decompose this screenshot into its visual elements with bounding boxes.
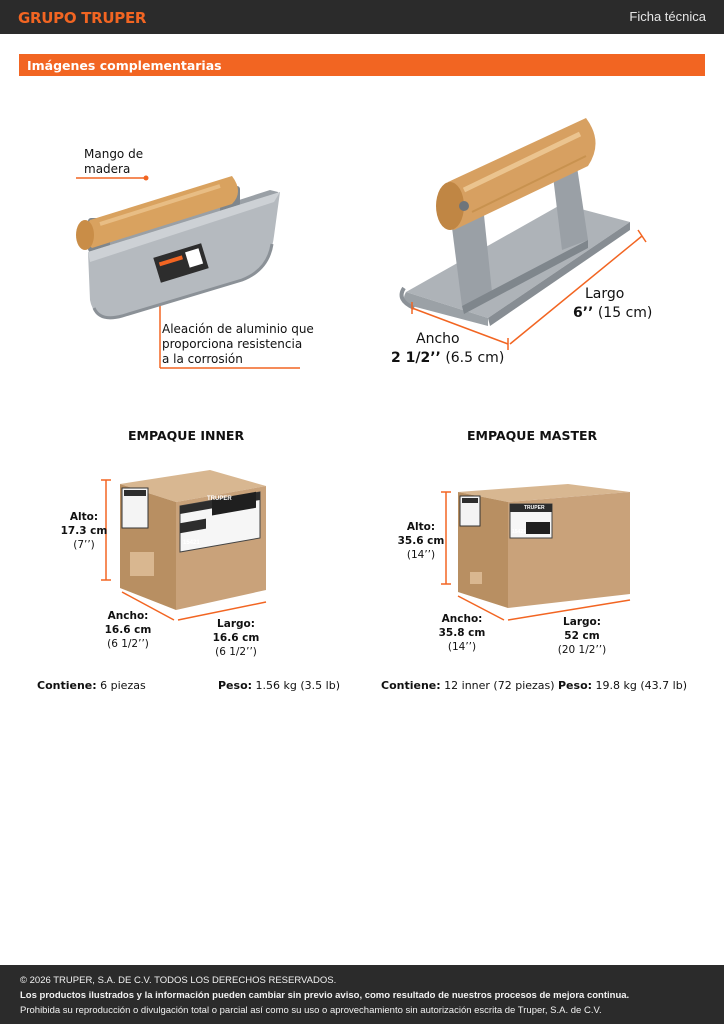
inner-length-dimension: Largo: 16.6 cm (6 1/2’’) xyxy=(208,617,264,659)
master-weight-value: 19.8 kg (43.7 lb) xyxy=(595,679,687,692)
master-width-value: 35.8 cm xyxy=(438,627,486,639)
section-title-bar: Imágenes complementarias xyxy=(19,54,705,76)
master-box-code: 15421 xyxy=(512,529,526,535)
inner-length-key: Largo: xyxy=(217,618,255,630)
master-height-value: 35.6 cm xyxy=(397,535,445,547)
master-package-title: EMPAQUE MASTER xyxy=(467,428,598,443)
inner-height-dimension: Alto: 17.3 cm (7’’) xyxy=(56,510,112,552)
master-length-dimension: Largo: 52 cm (20 1/2’’) xyxy=(554,615,610,657)
master-box-illustration xyxy=(441,484,631,621)
length-label: Largo xyxy=(585,286,625,302)
inner-contents: Contiene: 6 piezas xyxy=(37,679,146,692)
material-callout-line: Aleación de aluminio que xyxy=(162,322,314,336)
inner-width-imperial: (6 1/2’’) xyxy=(107,638,149,650)
handle-callout-line: madera xyxy=(84,162,131,176)
master-contents: Contiene: 12 inner (72 piezas) xyxy=(381,679,555,692)
length-imperial: 6’’ xyxy=(573,305,594,321)
master-length-imperial: (20 1/2’’) xyxy=(557,644,607,656)
footer-legal: Prohibida su reproducción o divulgación … xyxy=(20,1005,602,1016)
inner-package-title: EMPAQUE INNER xyxy=(128,428,245,443)
inner-length-value: 16.6 cm xyxy=(212,632,260,644)
inner-contents-value: 6 piezas xyxy=(100,679,146,692)
inner-height-imperial: (7’’) xyxy=(73,539,95,551)
brand-logo: GRUPO TRUPER xyxy=(18,9,147,27)
inner-height-key: Alto: xyxy=(69,511,99,523)
master-weight-key: Peso: xyxy=(558,679,593,692)
inner-weight: Peso: 1.56 kg (3.5 lb) xyxy=(218,679,340,692)
width-value: 2 1/2’’ (6.5 cm) xyxy=(391,350,504,366)
master-width-key: Ancho: xyxy=(441,613,483,625)
master-height-key: Alto: xyxy=(406,521,436,533)
master-contents-key: Contiene: xyxy=(381,679,441,692)
material-callout-line: a la corrosión xyxy=(162,352,243,366)
section-title: Imágenes complementarias xyxy=(27,58,222,73)
inner-weight-key: Peso: xyxy=(218,679,253,692)
footer: © 2026 TRUPER, S.A. DE C.V. TODOS LOS DE… xyxy=(0,965,724,1024)
length-value: 6’’ (15 cm) xyxy=(573,305,652,321)
footer-disclaimer: Los productos ilustrados y la informació… xyxy=(20,990,630,1001)
master-width-dimension: Ancho: 35.8 cm (14’’) xyxy=(434,612,490,654)
material-callout-line: proporciona resistencia xyxy=(162,337,303,351)
master-height-dimension: Alto: 35.6 cm (14’’) xyxy=(394,520,448,562)
inner-length-imperial: (6 1/2’’) xyxy=(215,646,257,658)
footer-copyright: © 2026 TRUPER, S.A. DE C.V. TODOS LOS DE… xyxy=(20,975,337,986)
master-height-imperial: (14’’) xyxy=(406,549,436,561)
master-weight: Peso: 19.8 kg (43.7 lb) xyxy=(558,679,687,692)
master-length-value: 52 cm xyxy=(564,630,600,642)
master-contents-value: 12 inner (72 piezas) xyxy=(444,679,555,692)
inner-box-illustration xyxy=(101,470,267,621)
top-bar: GRUPO TRUPER Ficha técnica xyxy=(0,0,724,34)
inner-contents-key: Contiene: xyxy=(37,679,97,692)
inner-width-key: Ancho: xyxy=(107,610,149,622)
width-label: Ancho xyxy=(416,331,460,347)
master-width-imperial: (14’’) xyxy=(447,641,477,653)
material-callout: Aleación de aluminio que proporciona res… xyxy=(162,322,314,367)
product-dimension-illustration xyxy=(399,118,647,350)
inner-width-value: 16.6 cm xyxy=(104,624,152,636)
inner-width-dimension: Ancho: 16.6 cm (6 1/2’’) xyxy=(100,609,156,651)
width-imperial: 2 1/2’’ xyxy=(391,350,441,366)
length-metric: (15 cm) xyxy=(597,305,653,321)
handle-callout-line: Mango de xyxy=(84,147,144,161)
inner-box-brand: TRUPER xyxy=(207,496,232,502)
document-type: Ficha técnica xyxy=(629,9,706,24)
product-front-illustration xyxy=(76,175,300,369)
handle-callout: Mango de madera xyxy=(84,147,143,177)
width-metric: (6.5 cm) xyxy=(445,350,505,366)
inner-height-value: 17.3 cm xyxy=(60,525,108,537)
inner-weight-value: 1.56 kg (3.5 lb) xyxy=(255,679,340,692)
master-box-brand: TRUPER xyxy=(524,505,545,511)
inner-box-code: 15421 xyxy=(183,540,200,546)
master-length-key: Largo: xyxy=(563,616,601,628)
